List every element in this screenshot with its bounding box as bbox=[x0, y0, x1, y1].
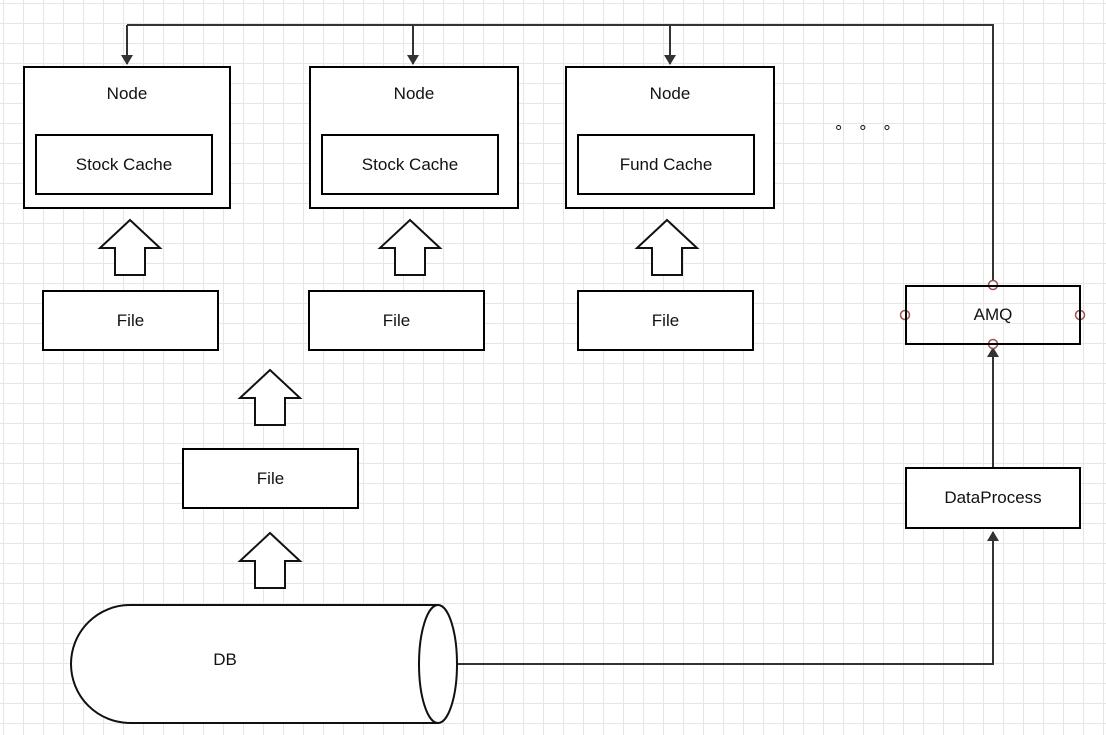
fund-cache-box-3: Fund Cache bbox=[577, 134, 755, 195]
file-label-1: File bbox=[116, 310, 145, 330]
block-arrow-db-to-file bbox=[237, 531, 303, 589]
shared-file-label: File bbox=[256, 468, 285, 488]
file-box-1: File bbox=[42, 290, 219, 351]
block-arrow-shared-file-up bbox=[237, 368, 303, 426]
block-arrow-file-to-node-2 bbox=[377, 218, 443, 276]
dataprocess-label: DataProcess bbox=[944, 488, 1042, 507]
file-box-2: File bbox=[308, 290, 485, 351]
amq-label: AMQ bbox=[973, 305, 1013, 324]
stock-cache-box-1: Stock Cache bbox=[35, 134, 213, 195]
block-arrow-file-to-node-1 bbox=[97, 218, 163, 276]
node-box-2: Node Stock Cache bbox=[309, 66, 519, 209]
shared-file-box: File bbox=[182, 448, 359, 509]
dataprocess-box: DataProcess bbox=[905, 467, 1081, 529]
cache-label-2: Stock Cache bbox=[361, 154, 459, 174]
cache-label-1: Stock Cache bbox=[75, 154, 173, 174]
db-label: DB bbox=[213, 650, 237, 669]
node-box-3: Node Fund Cache bbox=[565, 66, 775, 209]
amq-box: AMQ bbox=[905, 285, 1081, 345]
file-label-2: File bbox=[382, 310, 411, 330]
more-nodes-ellipsis: ° ° ° bbox=[835, 122, 897, 142]
node-title-3: Node bbox=[649, 84, 691, 103]
db-to-dataprocess-arrow bbox=[458, 531, 999, 665]
amq-to-nodes-connector bbox=[127, 24, 994, 285]
node-box-1: Node Stock Cache bbox=[23, 66, 231, 209]
cache-label-3: Fund Cache bbox=[619, 154, 713, 174]
stock-cache-box-2: Stock Cache bbox=[321, 134, 499, 195]
file-box-3: File bbox=[577, 290, 754, 351]
file-label-3: File bbox=[651, 310, 680, 330]
block-arrow-file-to-node-3 bbox=[634, 218, 700, 276]
node-title-1: Node bbox=[106, 84, 148, 103]
node-title-2: Node bbox=[393, 84, 435, 103]
db-cylinder bbox=[70, 604, 458, 724]
